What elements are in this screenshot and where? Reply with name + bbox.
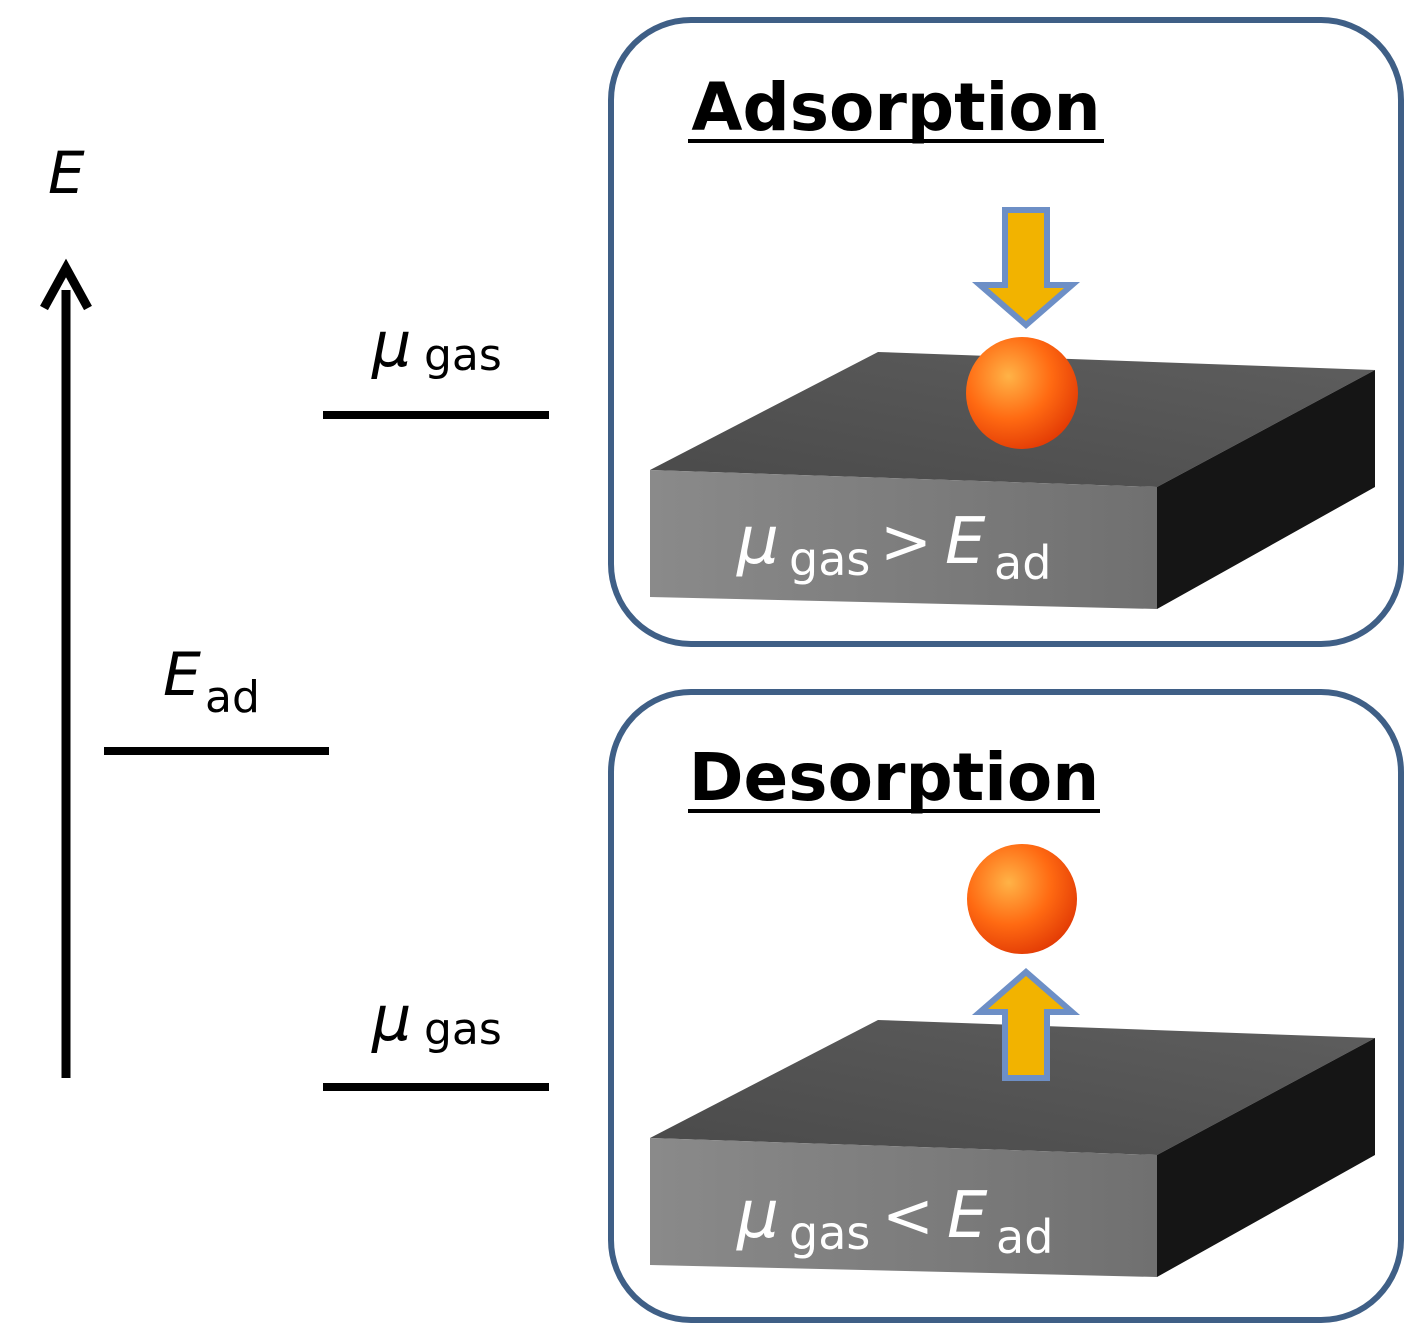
level-symbol: μ [371,308,411,381]
relation-left-sub: gas [789,532,870,586]
adsorbate-ball [966,337,1078,449]
relation-operator: < [882,1179,934,1252]
relation-right-sub: ad [994,536,1051,590]
relation-right-symbol: E [945,505,986,579]
level-mu-gas-low: μ gas [323,982,549,1091]
relation-left-symbol: μ [736,1176,779,1253]
level-symbol: μ [371,982,411,1055]
slab-front [650,470,1157,609]
relation-left-sub: gas [789,1206,870,1260]
desorbed-ball [967,844,1077,954]
substrate-slab [650,1020,1375,1277]
adsorption-panel: Adsorption μ gas > E ad [608,17,1404,647]
level-symbol: E [163,640,201,710]
level-subscript: gas [424,1004,502,1055]
energy-axis: E [40,139,92,1078]
relation-label: μ gas < E ad [736,1176,1053,1264]
slab-front [650,1138,1157,1277]
relation-right-sub: ad [996,1210,1053,1264]
axis-arrowhead [40,258,92,311]
level-subscript: gas [424,330,502,381]
arrow-down-icon [971,207,1081,329]
relation-operator: > [880,505,932,578]
slab-side [1157,1038,1375,1277]
slab-top [650,1020,1375,1155]
relation-right-symbol: E [947,1179,988,1253]
relation-left-symbol: μ [736,502,779,579]
panel-title: Desorption [689,739,1099,816]
level-e-ad: E ad [104,640,329,755]
panel-title: Adsorption [691,69,1100,146]
axis-label: E [48,139,85,207]
level-mu-gas-high: μ gas [323,308,549,419]
slab-side [1157,370,1375,609]
desorption-panel: Desorption μ gas < E ad [608,689,1404,1323]
arrow-up-icon [971,968,1081,1081]
relation-label: μ gas > E ad [736,502,1051,590]
level-subscript: ad [205,672,260,723]
